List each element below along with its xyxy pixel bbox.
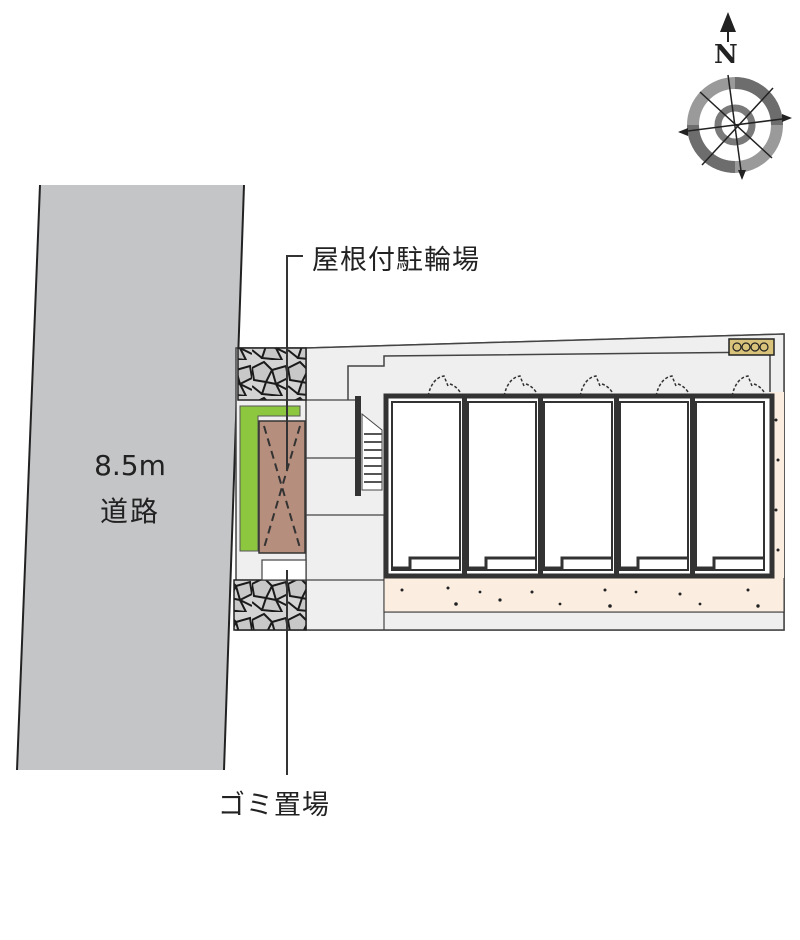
bike-parking-leader-line: [286, 255, 303, 470]
road-width-label: 8.5m: [94, 449, 166, 482]
gravel-strip-bottom: [383, 576, 785, 613]
unit-5: [695, 401, 765, 571]
staircase: [355, 396, 383, 496]
unit-4: [619, 401, 689, 571]
unit-1: [391, 401, 461, 571]
road: [16, 184, 245, 771]
compass-rose-icon: [678, 12, 792, 180]
unit-3: [543, 401, 613, 571]
trash-area-label: ゴミ置場: [218, 790, 330, 821]
apartment-building: [383, 375, 775, 579]
stone-bed-top: [237, 347, 307, 401]
trash-area: [261, 559, 307, 581]
bicycle-parking-label: 屋根付駐輪場: [312, 245, 480, 276]
stone-bed-bottom: [233, 579, 307, 631]
gravel-dots: [400, 418, 780, 608]
mailbox: [728, 338, 775, 356]
bicycle-parking-area: [258, 420, 306, 554]
north-label: N: [714, 40, 738, 70]
green-planting: [239, 405, 301, 552]
unit-2: [467, 401, 537, 571]
road-name-label: 道路: [99, 495, 160, 528]
